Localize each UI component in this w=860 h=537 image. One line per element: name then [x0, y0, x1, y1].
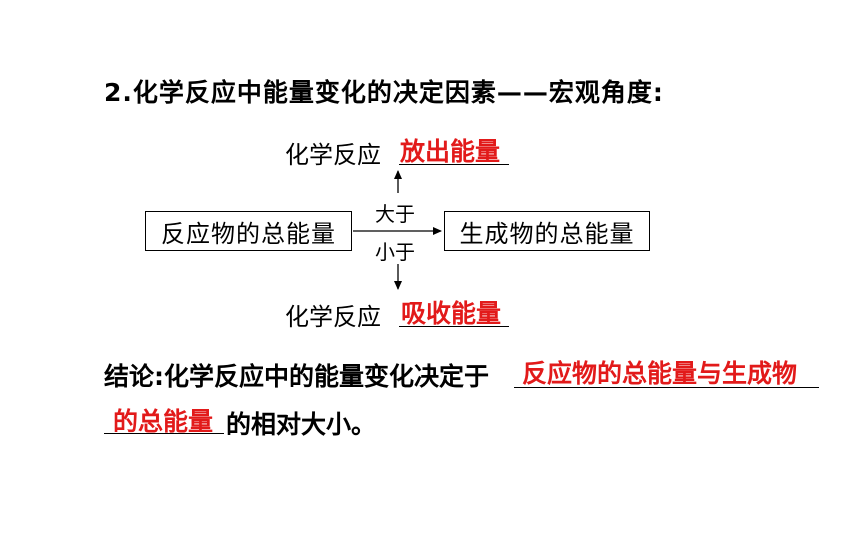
conclusion-answer-line2: 的总能量	[113, 407, 214, 436]
section-heading: 2.化学反应中能量变化的决定因素——宏观角度:	[104, 78, 664, 107]
bottom-answer-absorb-energy: 吸收能量	[401, 299, 502, 328]
bottom-reaction-label: 化学反应	[285, 303, 381, 331]
reactants-energy-box: 反应物的总能量	[145, 211, 352, 251]
top-answer-release-energy: 放出能量	[400, 137, 501, 166]
conclusion-suffix: 的相对大小。	[226, 410, 377, 439]
top-answer-underline	[399, 164, 509, 165]
conclusion-prefix: 结论:化学反应中的能量变化决定于	[104, 362, 489, 391]
products-energy-box: 生成物的总能量	[444, 211, 650, 251]
conclusion-underline-2	[104, 433, 224, 434]
conclusion-underline-1	[514, 387, 819, 388]
top-reaction-label: 化学反应	[285, 141, 381, 169]
conclusion-answer-line1: 反应物的总能量与生成物	[522, 359, 798, 388]
less-than-label: 小于	[375, 240, 415, 264]
bottom-answer-underline	[399, 326, 509, 327]
greater-than-label: 大于	[375, 202, 415, 226]
